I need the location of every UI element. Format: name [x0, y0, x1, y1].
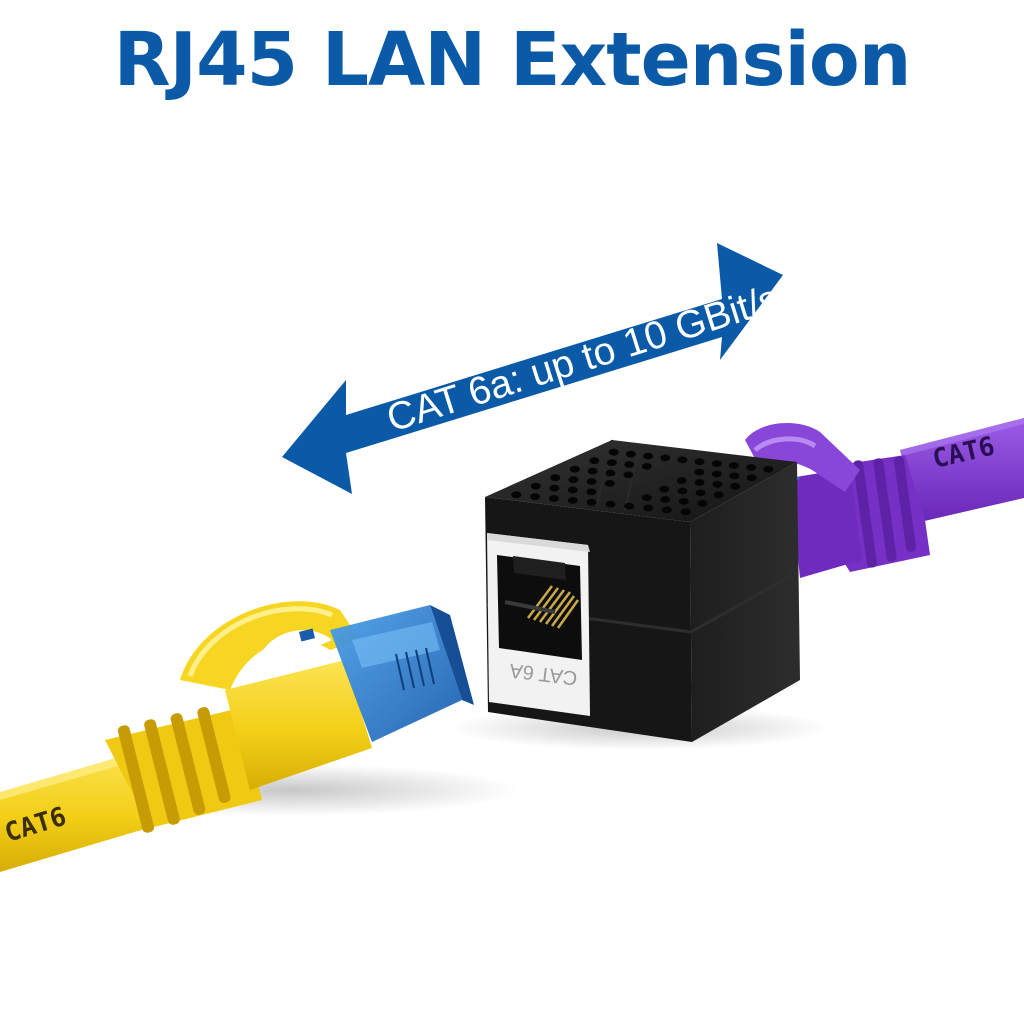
- vent-hole: [659, 485, 670, 493]
- coupler-vents: [511, 448, 774, 516]
- vent-hole: [548, 495, 559, 502]
- vent-hole: [625, 450, 636, 458]
- vent-hole: [694, 468, 705, 476]
- vent-hole: [589, 457, 600, 465]
- headline: RJ45 LAN Extension: [113, 17, 912, 103]
- plug-contacts: [395, 647, 435, 691]
- vent-hole: [712, 481, 723, 488]
- vent-hole: [713, 491, 724, 499]
- vent-hole: [641, 463, 652, 470]
- vent-hole: [530, 493, 541, 500]
- vent-hole: [694, 479, 705, 486]
- vent-hole: [567, 486, 578, 494]
- vent-hole: [695, 489, 706, 497]
- vent-hole: [605, 500, 616, 508]
- vent-hole: [511, 491, 522, 499]
- vent-hole: [660, 496, 671, 503]
- vent-hole: [550, 474, 561, 482]
- vent-hole: [661, 506, 672, 514]
- vent-hole: [763, 465, 774, 473]
- vent-hole: [623, 471, 634, 479]
- yellow-cable: CAT6: [0, 601, 474, 872]
- vent-hole: [680, 508, 691, 516]
- vent-hole: [586, 488, 597, 496]
- vent-hole: [730, 482, 741, 490]
- vent-hole: [530, 482, 541, 490]
- vent-hole: [676, 477, 687, 484]
- vent-hole: [587, 467, 598, 475]
- vent-hole: [678, 498, 689, 505]
- purple-cable: CAT6: [745, 418, 1024, 578]
- vent-hole: [643, 504, 654, 512]
- arrow-label: CAT 6a: up to 10 GBit/s: [382, 277, 784, 441]
- port-contacts: [527, 585, 580, 629]
- vent-hole: [677, 456, 688, 464]
- vent-hole: [746, 474, 757, 482]
- vent-hole: [624, 461, 635, 468]
- vent-hole: [604, 480, 615, 487]
- vent-hole: [608, 448, 619, 456]
- vent-hole: [567, 497, 578, 504]
- vent-hole: [728, 462, 739, 469]
- vent-hole: [694, 458, 705, 466]
- vent-hole: [568, 476, 579, 483]
- vent-hole: [643, 452, 654, 460]
- vent-hole: [641, 494, 652, 501]
- vent-hole: [605, 469, 616, 477]
- vent-hole: [606, 459, 617, 466]
- vent-hole: [746, 464, 757, 471]
- vent-hole: [624, 502, 635, 510]
- vent-hole: [677, 487, 688, 495]
- coupler: CAT 6A: [485, 439, 800, 742]
- vent-hole: [729, 472, 740, 480]
- vent-hole: [549, 484, 560, 492]
- vent-hole: [586, 478, 597, 485]
- vent-hole: [697, 499, 708, 507]
- vent-hole: [711, 470, 722, 478]
- vent-hole: [660, 454, 671, 462]
- vent-hole: [569, 465, 580, 473]
- vent-hole: [711, 460, 722, 467]
- vent-hole: [586, 498, 597, 506]
